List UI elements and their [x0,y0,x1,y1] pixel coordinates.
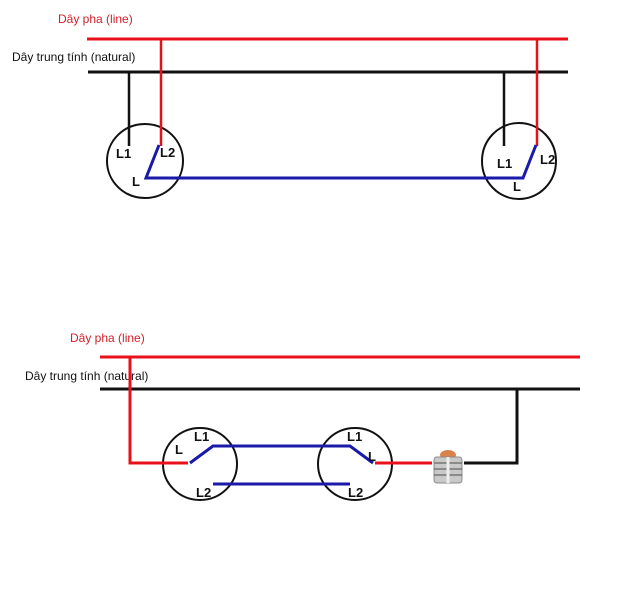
lamp-socket-icon [433,450,463,484]
left-l2-label: L2 [196,485,211,500]
top-diagram: Dây pha (line) Dây trung tính (natural) … [12,12,568,200]
left-l1-label: L1 [116,146,131,161]
line-feed-wire [128,357,188,465]
right-l-label: L [368,449,376,464]
right-l1-label: L1 [347,429,362,444]
right-l1-label: L1 [497,156,512,171]
left-l1-label: L1 [194,429,209,444]
lamp-neutral-wire [464,389,519,465]
left-switch-circle [106,123,184,199]
left-l-label: L [132,174,140,189]
neutral-label: Dây trung tính (natural) [25,369,148,383]
left-l-label: L [175,442,183,457]
right-l2-label: L2 [348,485,363,500]
line-label: Dây pha (line) [58,12,133,26]
line-label: Dây pha (line) [70,331,145,345]
left-l2-label: L2 [160,145,175,160]
right-l2-label: L2 [540,152,555,167]
traveler-wire [143,144,538,180]
traveler-wire-l1 [189,444,374,465]
right-switch-circle [481,122,557,200]
right-l-label: L [513,179,521,194]
neutral-label: Dây trung tính (natural) [12,50,135,64]
bottom-diagram: Dây pha (line) Dây trung tính (natural) … [25,331,580,501]
